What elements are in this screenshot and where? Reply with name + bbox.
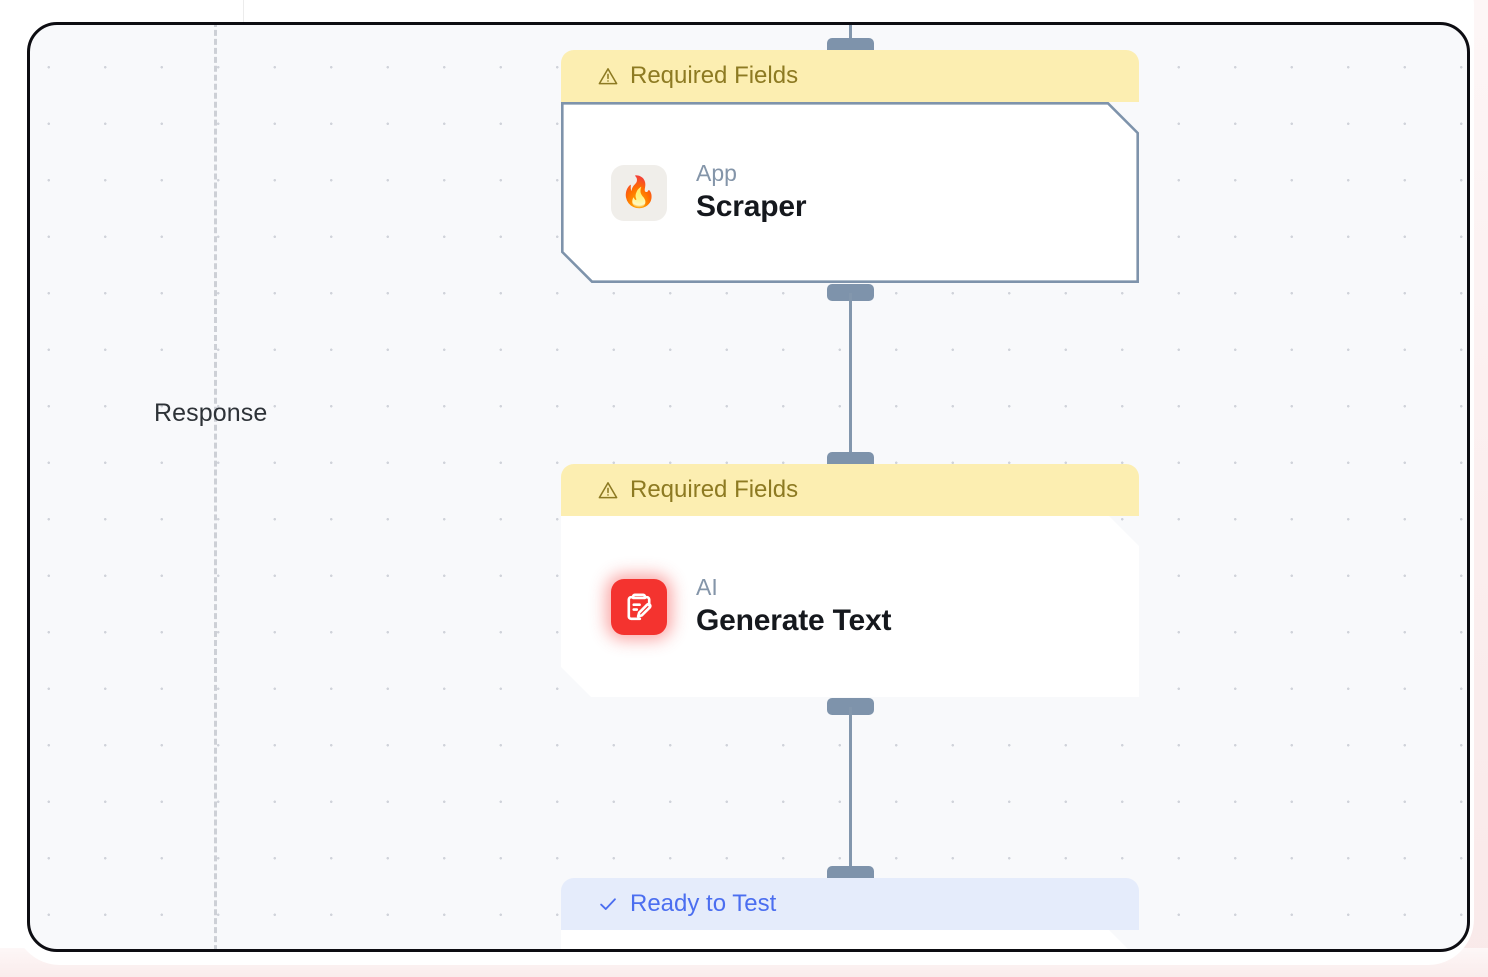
- node-scraper[interactable]: Required Fields 🔥 App Scraper: [561, 50, 1139, 283]
- connector-incoming-top-line: [849, 25, 852, 48]
- connector-scraper-to-generate-text-line: [849, 293, 852, 465]
- lane-divider-dashed-line: [214, 25, 217, 949]
- node-ready-to-test[interactable]: Ready to Test: [561, 878, 1139, 952]
- check-icon: [597, 893, 619, 915]
- node-generate-text-banner-label: Required Fields: [630, 476, 799, 503]
- flame-icon: 🔥: [611, 165, 667, 221]
- flame-icon-glyph: 🔥: [620, 175, 658, 209]
- node-generate-text-banner[interactable]: Required Fields: [561, 464, 1139, 516]
- window-seam-divider: [243, 0, 244, 28]
- node-scraper-title: Scraper: [696, 189, 807, 223]
- node-generate-text-body[interactable]: AI Generate Text: [561, 516, 1139, 697]
- node-scraper-kicker: App: [696, 159, 737, 186]
- node-generate-text[interactable]: Required Fields AI Generate Text: [561, 464, 1139, 697]
- node-ready-to-test-body[interactable]: [561, 930, 1139, 952]
- node-scraper-banner[interactable]: Required Fields: [561, 50, 1139, 102]
- connector-generate-text-out-handle[interactable]: [827, 698, 874, 715]
- node-ready-to-test-banner-label: Ready to Test: [630, 890, 777, 917]
- node-ready-to-test-banner[interactable]: Ready to Test: [561, 878, 1139, 930]
- workflow-canvas[interactable]: Response Required Fields: [27, 22, 1470, 952]
- lane-label-response: Response: [154, 399, 268, 427]
- node-generate-text-text: AI Generate Text: [696, 575, 891, 639]
- clipboard-pencil-icon: [611, 579, 667, 635]
- node-scraper-body[interactable]: 🔥 App Scraper: [561, 102, 1139, 283]
- node-scraper-text: App Scraper: [696, 161, 806, 225]
- node-scraper-banner-label: Required Fields: [630, 62, 799, 89]
- connector-generate-text-to-ready-line: [849, 707, 852, 879]
- node-generate-text-title: Generate Text: [696, 603, 892, 637]
- node-generate-text-kicker: AI: [696, 573, 718, 600]
- connector-scraper-out-handle[interactable]: [827, 284, 874, 301]
- warning-triangle-icon: [597, 65, 619, 87]
- warning-triangle-icon: [597, 479, 619, 501]
